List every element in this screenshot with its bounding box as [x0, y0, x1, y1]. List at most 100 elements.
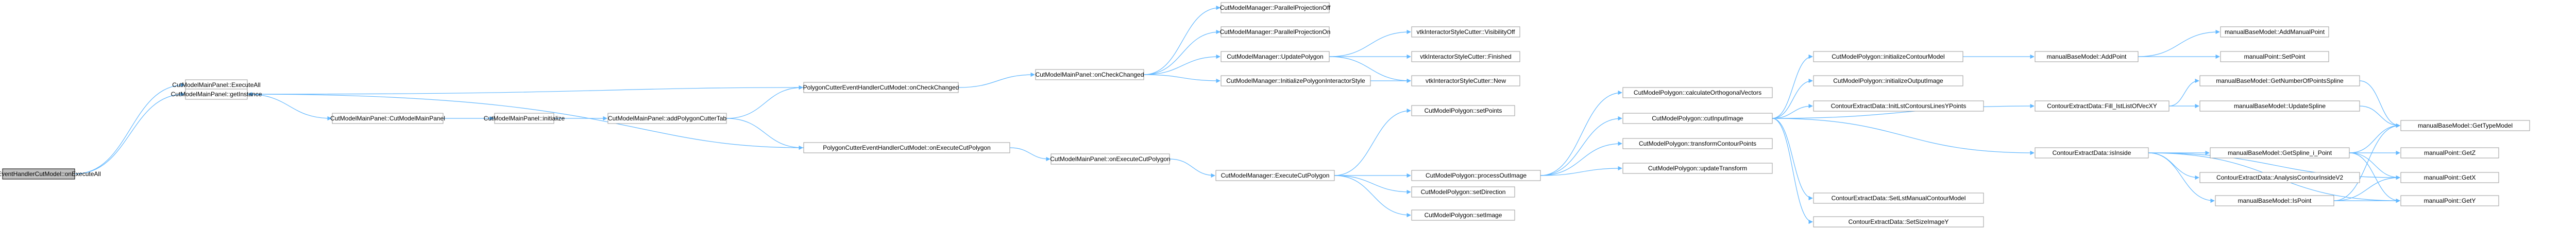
node-box	[1221, 2, 1330, 13]
node-box	[607, 113, 727, 124]
node-label: CutModelPolygon::initializeOutputImage	[1833, 77, 1943, 84]
node-label: PolygonCutterEventHandlerCutModel::onExe…	[823, 144, 991, 151]
graph-node-cutmodelmainpanel-addpolygoncuttertab[interactable]: CutModelMainPanel::addPolygonCutterTab	[607, 113, 727, 124]
node-box	[2035, 100, 2170, 112]
graph-node-contourextractdata-analysiscontourinsidev2[interactable]: ContourExtractData::AnalysisContourInsid…	[2199, 172, 2360, 183]
node-label: ContourExtractData::Fill_lstListOfVecXY	[2047, 102, 2157, 110]
graph-node-cutmodelpolygon-setimage[interactable]: CutModelPolygon::setImage	[1411, 209, 1515, 221]
graph-node-manualbasemodel-updatespline[interactable]: manualBaseModel::UpdateSpline	[2199, 100, 2360, 112]
node-label: CutModelPolygon::setImage	[1425, 212, 1502, 219]
node-box	[2035, 51, 2139, 62]
graph-node-polygoncuttereventhandlercutmodel-onexecutecutpolygon[interactable]: PolygonCutterEventHandlerCutModel::onExe…	[803, 142, 1010, 153]
graph-node-cutmodelpolygon-transformcontourpoints[interactable]: CutModelPolygon::transformContourPoints	[1622, 138, 1773, 149]
graph-node-cutmodelpolygon-processoutimage[interactable]: CutModelPolygon::processOutImage	[1411, 170, 1541, 181]
graph-node-manualbasemodel-getnumberofpointsspline[interactable]: manualBaseModel::GetNumberOfPointsSpline	[2199, 75, 2360, 86]
graph-node-manualpoint-setpoint[interactable]: manualPoint::SetPoint	[2220, 51, 2329, 62]
node-label: ContourExtractData::SetLstManualContourM…	[1832, 195, 1966, 202]
graph-node-contourextractdata-fill-lstlistofvecxy[interactable]: ContourExtractData::Fill_lstListOfVecXY	[2035, 100, 2170, 112]
edge-n38-to-n44	[2349, 152, 2400, 203]
graph-node-cutmodelmainpanel-getinstance[interactable]: CutModelMainPanel::getInstance	[171, 89, 262, 100]
node-box	[1221, 75, 1371, 86]
node-box	[2215, 195, 2334, 206]
node-label: manualPoint::GetZ	[2424, 149, 2476, 156]
graph-node-manualpoint-getx[interactable]: manualPoint::GetX	[2400, 172, 2499, 183]
graph-node-contourextractdata-setlstmanualcontourmodel[interactable]: ContourExtractData::SetLstManualContourM…	[1813, 192, 1984, 204]
graph-node-vtkinteractorstylecutter-new[interactable]: vtkInteractorStyleCutter::New	[1411, 75, 1520, 86]
graph-node-manualpoint-getz[interactable]: manualPoint::GetZ	[2400, 147, 2499, 159]
node-box	[1411, 170, 1541, 181]
graph-node-cutmodelmainpanel-initialize[interactable]: CutModelMainPanel::initialize	[484, 113, 565, 124]
edge-n7-to-n9	[1009, 147, 1050, 162]
node-label: manualPoint::GetY	[2424, 197, 2476, 204]
graph-node-cutmodelmainpanel-cutmodelmainpanel[interactable]: CutModelMainPanel::CutModelMainPanel	[330, 113, 445, 124]
node-label: CutModelMainPanel::CutModelMainPanel	[330, 115, 445, 122]
nodes-layer: ToolBarEventHandlerCutModel::onExecuteAl…	[0, 2, 2530, 227]
edge-n6-to-n3	[726, 85, 803, 119]
node-label: ContourExtractData::InitLstContoursLines…	[1831, 102, 1967, 110]
edge-n17-to-n20	[1334, 175, 1411, 195]
node-box	[2400, 172, 2499, 183]
node-box	[2210, 147, 2350, 159]
graph-node-manualpoint-gety[interactable]: manualPoint::GetY	[2400, 195, 2499, 206]
node-box	[332, 113, 444, 124]
edge-n9-to-n17	[1169, 159, 1215, 178]
node-box	[1813, 192, 1984, 204]
graph-node-cutmodelmainpanel-executeall[interactable]: CutModelMainPanel::ExecuteAll	[172, 79, 261, 91]
node-box	[1622, 113, 1773, 124]
graph-node-contourextractdata-isinside[interactable]: ContourExtractData::isInside	[2035, 147, 2149, 159]
node-label: CutModelPolygon::calculateOrthogonalVect…	[1634, 89, 1761, 96]
graph-node-manualbasemodel-gettypemodel[interactable]: manualBaseModel::GetTypeModel	[2400, 120, 2530, 131]
node-box	[1050, 153, 1170, 165]
graph-node-manualbasemodel-getspline-i-point[interactable]: manualBaseModel::GetSpline_i_Point	[2210, 147, 2350, 159]
graph-node-cutmodelpolygon-cutinputimage[interactable]: CutModelPolygon::cutInputImage	[1622, 113, 1773, 124]
node-label: CutModelManager::InitializePolygonIntera…	[1226, 77, 1365, 84]
edge-n32-to-n36	[2168, 78, 2199, 107]
node-box	[1411, 105, 1515, 116]
graph-node-cutmodelpolygon-updatetransform[interactable]: CutModelPolygon::updateTransform	[1622, 163, 1773, 174]
node-box	[1813, 75, 1963, 86]
node-label: vtkInteractorStyleCutter::New	[1426, 77, 1506, 84]
node-label: CutModelPolygon::processOutImage	[1426, 172, 1527, 179]
graph-node-contourextractdata-setsizeimagey[interactable]: ContourExtractData::SetSizeImageY	[1813, 216, 1984, 227]
node-box	[1411, 75, 1520, 86]
node-label: CutModelMainPanel::addPolygonCutterTab	[608, 115, 726, 122]
node-box	[1813, 216, 1984, 227]
node-label: manualBaseModel::UpdateSpline	[2234, 102, 2326, 110]
graph-node-cutmodelpolygon-calculateorthogonalvectors[interactable]: CutModelPolygon::calculateOrthogonalVect…	[1622, 87, 1773, 98]
graph-node-manualbasemodel-addpoint[interactable]: manualBaseModel::AddPoint	[2035, 51, 2139, 62]
node-box	[803, 82, 959, 93]
node-label: manualBaseModel::GetNumberOfPointsSpline	[2216, 77, 2344, 84]
graph-node-manualbasemodel-ispoint[interactable]: manualBaseModel::IsPoint	[2215, 195, 2334, 206]
edge-n3-to-n8	[958, 72, 1035, 88]
edge-n19-to-n24	[1540, 141, 1622, 176]
node-label: CutModelPolygon::cutInputImage	[1652, 115, 1743, 122]
node-box	[1622, 138, 1773, 149]
graph-node-polygoncuttereventhandlercutmodel-oncheckchanged[interactable]: PolygonCutterEventHandlerCutModel::onChe…	[803, 82, 959, 93]
edge-n38-to-n43	[2349, 152, 2400, 180]
graph-node-cutmodelpolygon-setdirection[interactable]: CutModelPolygon::setDirection	[1411, 186, 1515, 198]
node-box	[2199, 100, 2360, 112]
node-box	[494, 113, 554, 124]
edge-n12-to-n14	[1329, 29, 1411, 57]
graph-node-cutmodelmainpanel-oncheckchanged[interactable]: CutModelMainPanel::onCheckChanged	[1035, 69, 1144, 80]
node-label: CutModelPolygon::initializeContourModel	[1832, 53, 1944, 60]
graph-node-cutmodelmanager-parallelprojectionon[interactable]: CutModelManager::ParallelProjectionOn	[1220, 26, 1331, 38]
graph-node-cutmodelmanager-parallelprojectionoff[interactable]: CutModelManager::ParallelProjectionOff	[1220, 2, 1331, 13]
graph-node-manualbasemodel-addmanualpoint[interactable]: manualBaseModel::AddManualPoint	[2220, 26, 2329, 38]
node-label: CutModelManager::ParallelProjectionOff	[1220, 4, 1331, 11]
graph-node-cutmodelmanager-initializepolygoninteractorstyle[interactable]: CutModelManager::InitializePolygonIntera…	[1221, 75, 1371, 86]
edge-n23-to-n29	[1772, 118, 1813, 201]
node-box	[1813, 51, 1963, 62]
graph-node-contourextractdata-initlstcontourslinesypoints[interactable]: ContourExtractData::InitLstContoursLines…	[1813, 100, 1984, 112]
graph-node-cutmodelpolygon-initializecontourmodel[interactable]: CutModelPolygon::initializeContourModel	[1813, 51, 1963, 62]
graph-node-cutmodelmanager-executecutpolygon[interactable]: CutModelManager::ExecuteCutPolygon	[1215, 170, 1335, 181]
node-box	[1411, 51, 1520, 62]
graph-node-cutmodelpolygon-setpoints[interactable]: CutModelPolygon::setPoints	[1411, 105, 1515, 116]
node-label: manualBaseModel::GetTypeModel	[2418, 122, 2513, 129]
graph-node-cutmodelmainpanel-onexecutecutpolygon[interactable]: CutModelMainPanel::onExecuteCutPolygon	[1050, 153, 1171, 165]
graph-node-cutmodelmanager-updatepolygon[interactable]: CutModelManager::UpdatePolygon	[1221, 51, 1330, 62]
edge-n38-to-n41	[2349, 123, 2400, 153]
graph-node-vtkinteractorstylecutter-visibilityoff[interactable]: vtkInteractorStyleCutter::VisibilityOff	[1411, 26, 1520, 38]
graph-node-vtkinteractorstylecutter-finished[interactable]: vtkInteractorStyleCutter::Finished	[1411, 51, 1520, 62]
graph-node-cutmodelpolygon-initializeoutputimage[interactable]: CutModelPolygon::initializeOutputImage	[1813, 75, 1963, 86]
